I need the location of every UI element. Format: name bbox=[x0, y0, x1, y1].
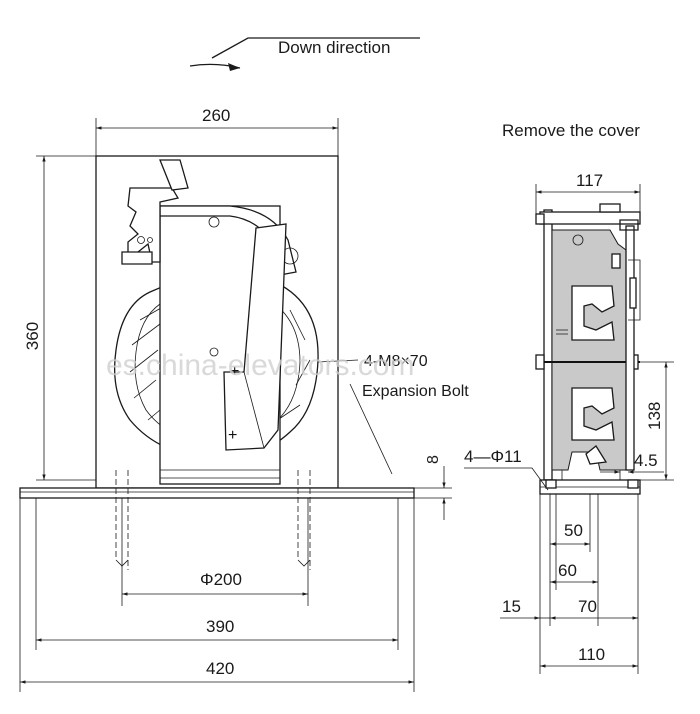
dim-260: 260 bbox=[202, 106, 230, 125]
lower-cavity bbox=[571, 387, 615, 441]
dim-110: 110 bbox=[578, 645, 605, 664]
wheel-ribs bbox=[129, 299, 311, 441]
direction-indicator: Down direction bbox=[189, 37, 420, 71]
hole-spec-label: 4—Φ11 bbox=[464, 447, 522, 466]
dim-360: 360 bbox=[23, 322, 42, 350]
dim-60: 60 bbox=[558, 561, 577, 580]
hole-leader bbox=[464, 467, 549, 491]
direction-leader bbox=[211, 37, 420, 59]
bolt-leader bbox=[349, 383, 393, 475]
upper-cavity bbox=[571, 285, 615, 341]
side-plate bbox=[543, 209, 553, 481]
front-view: 260 360 bbox=[19, 106, 452, 692]
base-plate bbox=[19, 487, 415, 499]
dim-8: 8 bbox=[425, 455, 442, 464]
direction-arrowhead-icon bbox=[228, 63, 240, 71]
plus-mark-icon-2: + bbox=[228, 427, 237, 444]
lever-arm bbox=[223, 223, 287, 451]
dim-50: 50 bbox=[564, 521, 583, 540]
dim-4-5: 4.5 bbox=[634, 451, 658, 470]
bolt-spec-label: 4-M8×70 bbox=[364, 353, 428, 370]
plus-mark-icon: + bbox=[230, 363, 239, 380]
top-bar bbox=[539, 211, 641, 225]
dim-15: 15 bbox=[502, 597, 521, 616]
remove-cover-label: Remove the cover bbox=[502, 121, 640, 140]
release-cam bbox=[159, 159, 189, 191]
dim-70: 70 bbox=[578, 597, 597, 616]
bolt-name-label: Expansion Bolt bbox=[362, 383, 469, 400]
side-view: Remove the cover 117 bbox=[464, 121, 674, 674]
watermark: es.china-elevators.com bbox=[106, 349, 414, 382]
dim-138: 138 bbox=[645, 402, 664, 430]
direction-label: Down direction bbox=[278, 38, 390, 57]
dim-420: 420 bbox=[206, 659, 234, 678]
dim-117: 117 bbox=[576, 171, 603, 190]
dim-phi-200: Φ200 bbox=[200, 570, 242, 589]
dim-390: 390 bbox=[206, 617, 234, 636]
body-cap bbox=[159, 205, 297, 276]
